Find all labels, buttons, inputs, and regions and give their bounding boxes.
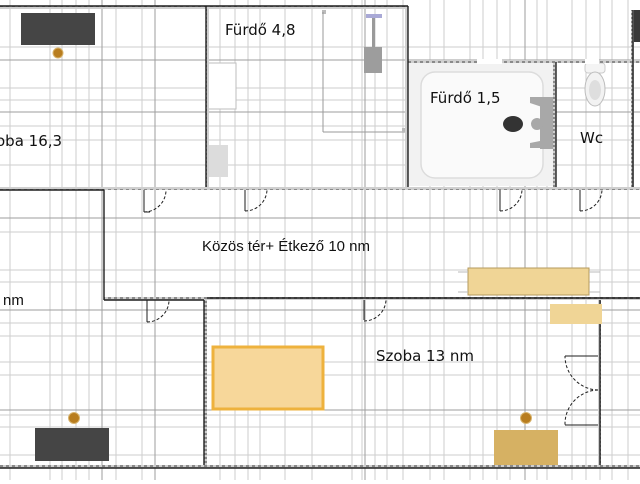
- shower-mixer-icon: [530, 97, 554, 149]
- dining-table: [458, 267, 600, 296]
- room-label-szoba-16: oba 16,3: [0, 132, 63, 150]
- room-label-wc: Wc: [580, 129, 604, 147]
- room-label-furdo-48: Fürdő 4,8: [225, 21, 296, 39]
- room-label-kozos: Közös tér+ Étkező 10 nm: [202, 238, 371, 255]
- edge-cabinet: [634, 10, 640, 42]
- wall-edges: [0, 5, 640, 469]
- shelf: [550, 304, 602, 324]
- chair-bottom-left-icon: [68, 412, 80, 424]
- room-label-szoba-13: Szoba 13 nm: [376, 347, 475, 365]
- bed: [211, 345, 325, 411]
- desk-top-left: [21, 13, 95, 45]
- door-gaps: [477, 59, 599, 64]
- room-label-left: nm: [3, 292, 24, 309]
- chair-top-left-icon: [52, 47, 64, 59]
- doors: [143, 189, 603, 426]
- shower-tray: [408, 62, 556, 186]
- desk-bottom-right: [494, 430, 558, 465]
- room-label-furdo-15: Fürdő 1,5: [430, 89, 501, 107]
- toilet-icon: [584, 62, 606, 107]
- chair-bottom-right-icon: [520, 412, 532, 424]
- desk-bottom-left: [35, 428, 109, 461]
